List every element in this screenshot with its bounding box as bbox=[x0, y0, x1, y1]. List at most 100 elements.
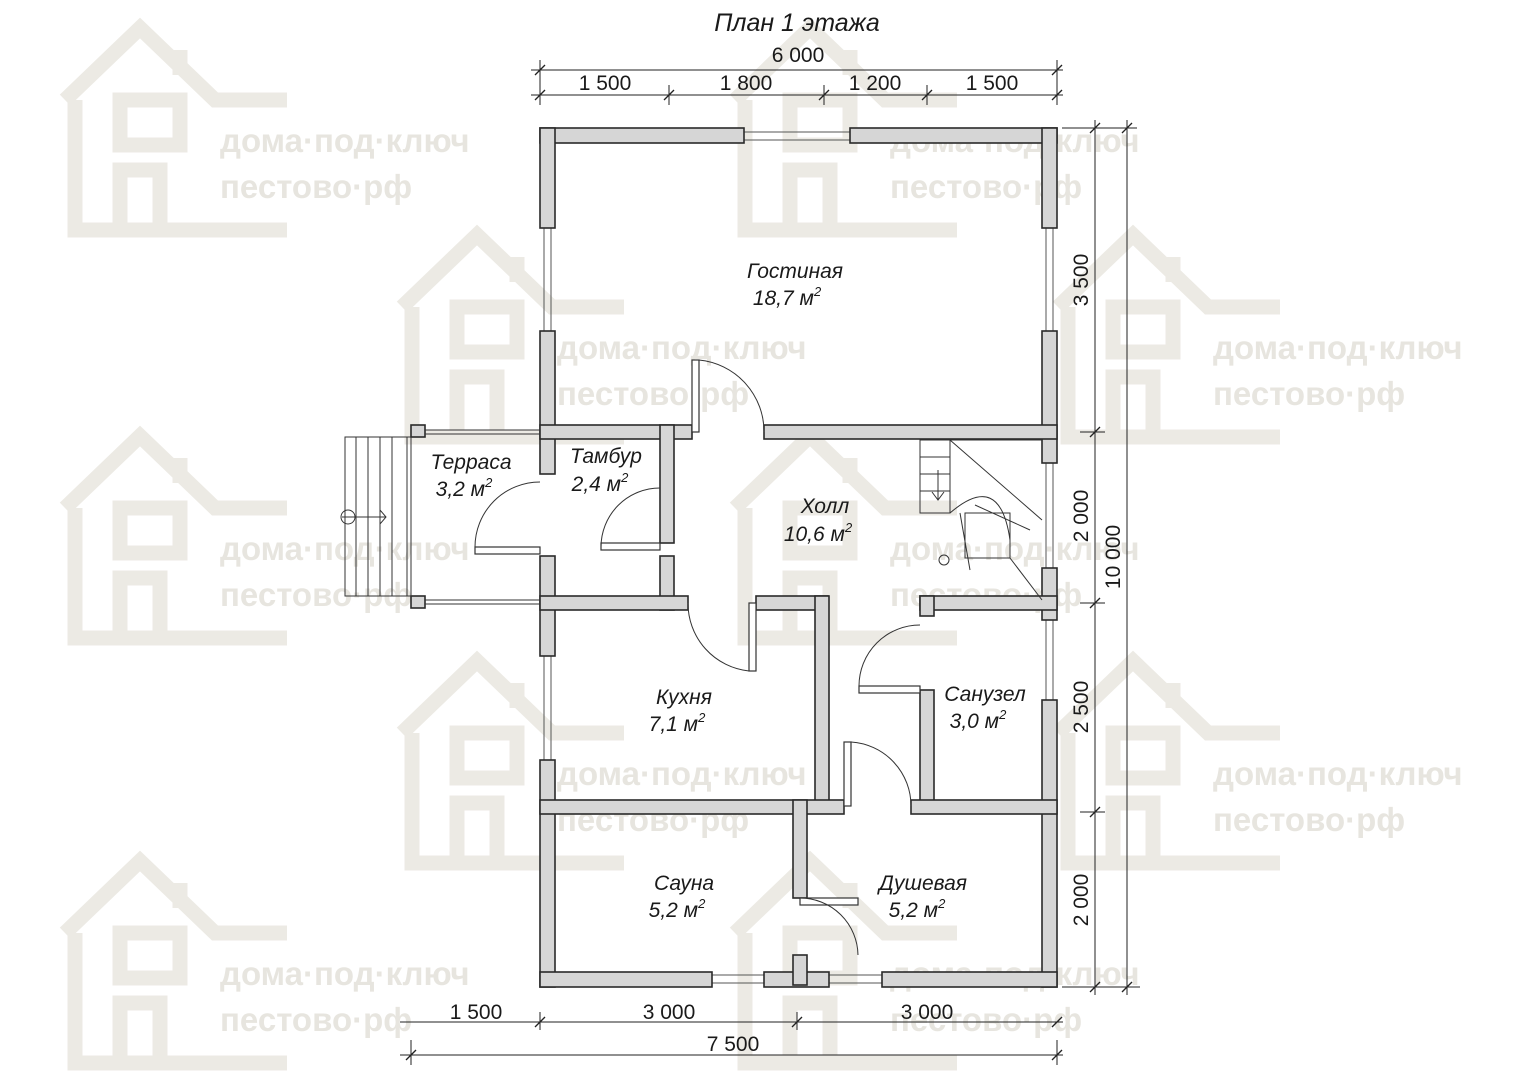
wall bbox=[881, 971, 1058, 988]
wall bbox=[1041, 127, 1058, 229]
dim-bottom-seg-1: 1 500 bbox=[450, 1001, 503, 1024]
wall bbox=[919, 595, 1058, 611]
dim-right-total: 10 000 bbox=[1102, 525, 1125, 589]
wall bbox=[919, 595, 935, 617]
room-labels: Гостиная 18,7 м2 Терраса 3,2 м2 Тамбур 2… bbox=[430, 260, 1025, 922]
watermark-line-2: пестово·рф bbox=[890, 1001, 1082, 1038]
doors bbox=[474, 359, 921, 956]
door-leaf bbox=[748, 602, 757, 672]
terrace-outline bbox=[340, 429, 540, 605]
wall bbox=[849, 127, 1058, 144]
dim-bottom-seg-2: 3 000 bbox=[643, 1001, 696, 1024]
wall bbox=[763, 424, 1058, 440]
stairs bbox=[919, 439, 1043, 601]
watermark-line-2: пестово·рф bbox=[1213, 375, 1405, 412]
door-leaf bbox=[843, 741, 852, 807]
watermark-line-2: пестово·рф bbox=[220, 168, 412, 205]
room-name-sauna: Сауна bbox=[654, 872, 714, 895]
dim-bottom-seg-3: 3 000 bbox=[901, 1001, 954, 1024]
dim-top-seg-2: 1 800 bbox=[720, 72, 773, 95]
watermark: дома·под·ключ пестово·рф bbox=[59, 17, 470, 238]
dim-right-seg-1: 3 500 bbox=[1070, 254, 1093, 307]
wall bbox=[910, 799, 1058, 815]
door-leaf bbox=[600, 542, 661, 551]
dim-right-seg-4: 2 000 bbox=[1070, 874, 1093, 927]
watermark-line-1: дома·под·ключ bbox=[220, 122, 470, 159]
wall bbox=[539, 127, 745, 144]
wall bbox=[539, 595, 689, 611]
house-logo-icon bbox=[1052, 224, 1280, 445]
dim-bottom-total: 7 500 bbox=[707, 1033, 760, 1056]
house-logo-icon bbox=[729, 425, 957, 646]
wall bbox=[539, 971, 713, 988]
wall bbox=[792, 799, 808, 899]
room-area-dushevaya: 5,2 м2 bbox=[889, 896, 946, 922]
room-area-sauna: 5,2 м2 bbox=[649, 896, 706, 922]
door-leaf bbox=[691, 359, 700, 433]
room-name-holl: Холл bbox=[800, 495, 850, 518]
room-area-kuhnya: 7,1 м2 bbox=[649, 710, 706, 736]
terrace-post bbox=[410, 424, 426, 438]
watermark-line-2: пестово·рф bbox=[220, 576, 412, 613]
door-leaf bbox=[474, 546, 541, 555]
house-logo-icon bbox=[1052, 650, 1280, 871]
wall bbox=[1041, 699, 1058, 988]
house-logo-icon bbox=[729, 850, 957, 1071]
terrace-post bbox=[410, 595, 426, 609]
watermark: дома·под·ключ пестово·рф bbox=[59, 850, 470, 1071]
room-area-gostinaya: 18,7 м2 bbox=[753, 284, 822, 310]
watermark-line-1: дома·под·ключ bbox=[220, 955, 470, 992]
wall bbox=[919, 689, 935, 813]
watermark-line-2: пестово·рф bbox=[1213, 801, 1405, 838]
room-name-gostinaya: Гостиная bbox=[747, 260, 843, 283]
watermark-line-1: дома·под·ключ bbox=[1213, 755, 1463, 792]
windows bbox=[543, 131, 1054, 984]
wall bbox=[539, 127, 556, 229]
wall bbox=[659, 424, 675, 544]
walls bbox=[410, 127, 1058, 988]
room-area-sanuzel: 3,0 м2 bbox=[950, 707, 1007, 733]
watermark: дома·под·ключ пестово·рф bbox=[1052, 224, 1463, 445]
dim-right-seg-2: 2 000 bbox=[1070, 490, 1093, 543]
house-logo-icon bbox=[729, 17, 957, 238]
watermark-layer: дома·под·ключ пестово·рф дома·под·ключ пест… bbox=[59, 17, 1463, 1071]
wall bbox=[792, 954, 808, 986]
dim-top-seg-3: 1 200 bbox=[849, 72, 902, 95]
watermark-line-2: пестово·рф bbox=[220, 1001, 412, 1038]
house-logo-icon bbox=[59, 850, 287, 1071]
room-area-tambur: 2,4 м2 bbox=[571, 470, 629, 496]
room-name-terrasa: Терраса bbox=[430, 451, 511, 474]
watermark-line-1: дома·под·ключ bbox=[890, 530, 1140, 567]
dimension-lines bbox=[400, 60, 1140, 1065]
plan-title: План 1 этажа bbox=[714, 9, 880, 37]
watermark-line-1: дома·под·ключ bbox=[1213, 329, 1463, 366]
wall bbox=[539, 799, 845, 815]
wall bbox=[814, 595, 830, 813]
house-logo-icon bbox=[59, 425, 287, 646]
wall bbox=[539, 330, 556, 475]
room-area-terrasa: 3,2 м2 bbox=[436, 475, 493, 501]
dim-top-seg-1: 1 500 bbox=[579, 72, 632, 95]
room-name-sanuzel: Санузел bbox=[944, 683, 1026, 706]
wall bbox=[1041, 567, 1058, 621]
dimension-labels: 6 000 1 500 1 800 1 200 1 500 3 500 2 00… bbox=[450, 44, 1125, 1056]
wall bbox=[539, 759, 556, 988]
room-name-tambur: Тамбур bbox=[570, 445, 642, 468]
watermark-line-1: дома·под·ключ bbox=[557, 329, 807, 366]
room-name-kuhnya: Кухня bbox=[656, 686, 712, 709]
watermark-line-1: дома·под·ключ bbox=[557, 755, 807, 792]
house-logo-icon bbox=[59, 17, 287, 238]
door-leaf bbox=[799, 897, 859, 906]
room-name-dushevaya: Душевая bbox=[877, 872, 967, 895]
watermark-line-2: пестово·рф bbox=[557, 375, 749, 412]
watermark: дома·под·ключ пестово·рф bbox=[396, 224, 807, 445]
dim-right-seg-3: 2 500 bbox=[1070, 681, 1093, 734]
dim-top-seg-4: 1 500 bbox=[966, 72, 1019, 95]
door-leaf bbox=[858, 685, 921, 694]
dim-top-total: 6 000 bbox=[772, 44, 825, 67]
wall bbox=[1041, 330, 1058, 464]
watermark: дома·под·ключ пестово·рф bbox=[1052, 650, 1463, 871]
